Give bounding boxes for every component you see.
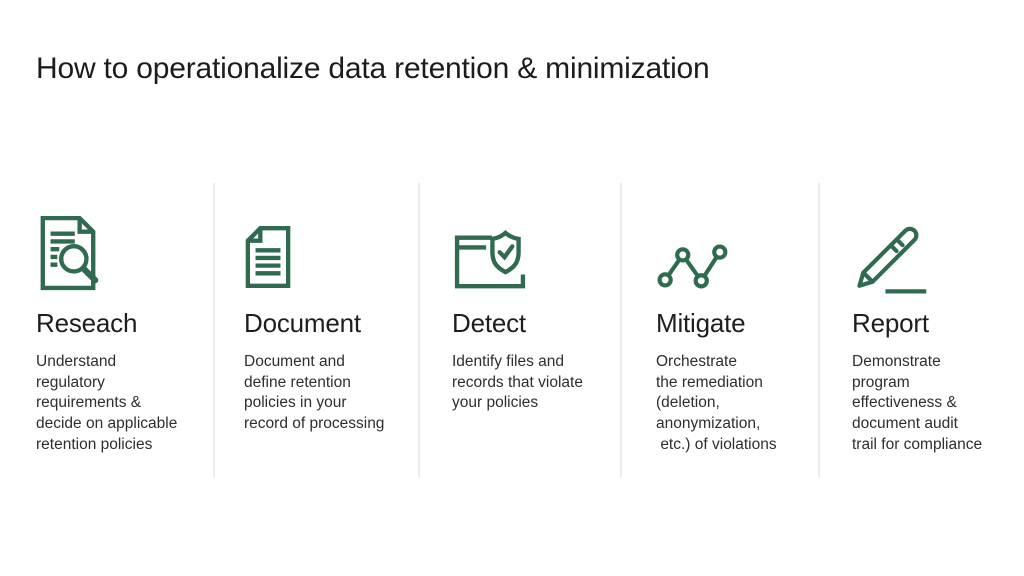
step-title: Report (852, 308, 929, 338)
column-divider (620, 183, 622, 477)
node-graph-icon (657, 244, 728, 289)
step-description: Identify files and records that violate … (452, 352, 583, 412)
document-search-icon (40, 215, 99, 291)
page-title: How to operationalize data retention & m… (36, 52, 710, 85)
step-title: Document (244, 308, 361, 338)
step-detect: Detect Identify files and records that v… (452, 183, 612, 414)
step-title: Mitigate (656, 308, 746, 338)
step-description: Orchestrate the remediation (deletion, a… (656, 352, 777, 453)
step-research: Reseach Understand regulatory requiremen… (36, 183, 194, 456)
icon-wrap (852, 183, 930, 295)
step-title: Detect (452, 308, 526, 338)
column-divider (818, 183, 820, 477)
column-divider (213, 183, 215, 477)
icon-wrap (244, 183, 292, 295)
icon-wrap (656, 183, 728, 295)
step-title: Reseach (36, 308, 138, 338)
step-report: Report Demonstrate program effectiveness… (852, 183, 1004, 456)
document-icon (245, 226, 291, 288)
step-mitigate: Mitigate Orchestrate the remediation (de… (656, 183, 814, 456)
step-document: Document Document and define retention p… (244, 183, 406, 435)
pencil-icon (857, 226, 927, 294)
icon-wrap (452, 183, 528, 295)
folder-shield-check-icon (454, 229, 526, 289)
column-divider (418, 183, 420, 477)
step-description: Document and define retention policies i… (244, 352, 385, 433)
step-description: Understand regulatory requirements & dec… (36, 352, 178, 453)
icon-wrap (36, 183, 100, 295)
step-description: Demonstrate program effectiveness & docu… (852, 352, 983, 453)
